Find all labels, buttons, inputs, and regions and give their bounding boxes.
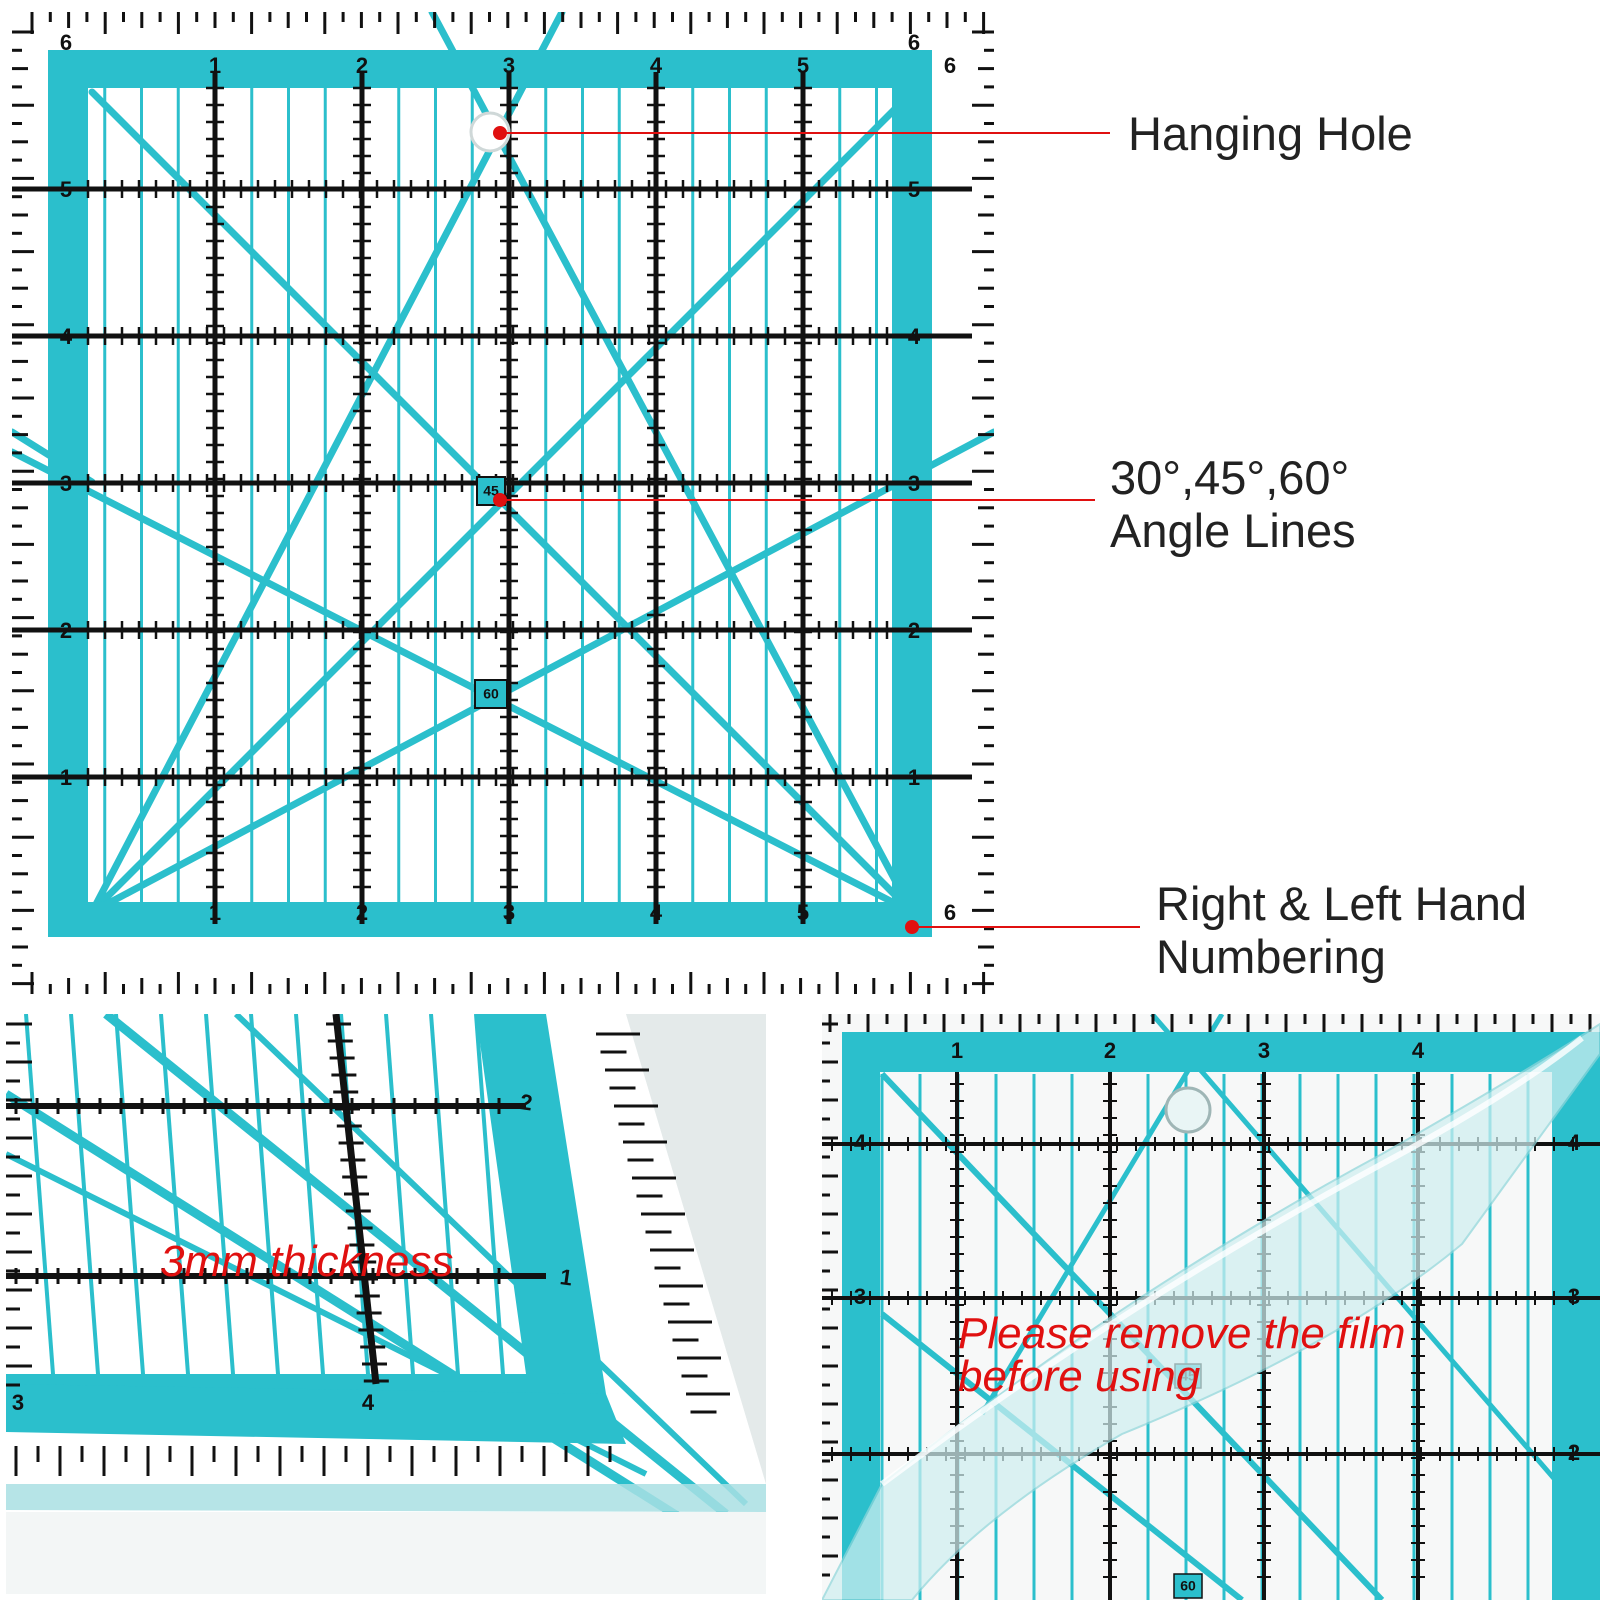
- teal-grid-line: [294, 1014, 328, 1415]
- top-number: 4: [650, 53, 663, 78]
- badge-60-box: [1173, 1573, 1203, 1599]
- film-left-number: 4: [854, 1130, 867, 1155]
- left-number: 6: [60, 30, 72, 55]
- film-top-number: 3: [1258, 1038, 1270, 1063]
- badge-60-text: 60: [483, 686, 499, 702]
- left-number: 1: [60, 765, 72, 790]
- left-number: 5: [60, 177, 72, 202]
- bottom-number: 6: [944, 900, 956, 925]
- angle-line: [88, 428, 994, 916]
- right-number: 3: [908, 471, 920, 496]
- right-number: 2: [908, 618, 920, 643]
- bottom-number: 5: [797, 900, 809, 925]
- bottom-number: 3: [503, 900, 515, 925]
- angle-line: [103, 1014, 729, 1518]
- right-number: 6: [908, 30, 920, 55]
- hanging-hole-label: Hanging Hole: [1128, 107, 1413, 160]
- thickness-number: 4: [362, 1390, 375, 1415]
- peeling-film: [822, 1022, 1600, 1600]
- film-note-line2: before using: [958, 1352, 1201, 1401]
- film-top-number: 2: [1104, 1038, 1116, 1063]
- callout-lines: [493, 126, 1140, 934]
- hanging-hole: [1164, 1086, 1212, 1134]
- right-number: 1: [908, 765, 920, 790]
- film-highlight: [880, 1035, 1584, 1487]
- table-surface: [6, 1512, 766, 1594]
- background-table: [626, 1014, 766, 1484]
- top-number: 2: [356, 53, 368, 78]
- thickness-number: 3: [12, 1390, 24, 1415]
- right-number: 4: [908, 324, 921, 349]
- left-number: 4: [60, 324, 73, 349]
- top-number: 6: [944, 53, 956, 78]
- film-removal-closeup: 4560123443432 Please remove the film bef…: [822, 1014, 1600, 1600]
- film-top-number: 1: [951, 1038, 963, 1063]
- film-closeup-illustration: 4560123443432: [822, 1014, 1600, 1600]
- numbering-label: Right & Left Hand Numbering: [1156, 877, 1527, 983]
- film-note-line1: Please remove the film: [958, 1309, 1406, 1358]
- teal-grid-line: [69, 1014, 103, 1415]
- angle-line: [88, 12, 566, 916]
- teal-grid-line: [159, 1014, 193, 1415]
- numbering-callout-dot: [905, 920, 919, 934]
- badge-60-text: 60: [1180, 1578, 1196, 1594]
- angle-line: [12, 448, 916, 916]
- right-number: 5: [908, 177, 920, 202]
- badge-45-text: 45: [483, 483, 499, 499]
- teal-grid-line: [204, 1014, 238, 1415]
- top-number: 5: [797, 53, 809, 78]
- angle-line: [233, 1014, 749, 1507]
- teal-frame-bottom: [6, 1384, 626, 1444]
- bottom-number: 1: [209, 900, 221, 925]
- thickness-closeup-illustration: 2 1 4 3: [6, 1014, 766, 1594]
- teal-grid-line: [474, 1014, 508, 1415]
- bottom-number: 2: [356, 900, 368, 925]
- film-right-number: 3: [1568, 1284, 1580, 1309]
- angle-line: [428, 12, 916, 916]
- film-left-number: 3: [854, 1284, 866, 1309]
- angle-line: [979, 1014, 1225, 1416]
- bottom-number: 4: [650, 900, 663, 925]
- angle-lines-label: 30°,45°,60° Angle Lines: [1110, 451, 1356, 557]
- teal-grid-line: [24, 1014, 58, 1415]
- acrylic-edge: [6, 1484, 766, 1512]
- thickness-note: 3mm thickness: [160, 1237, 454, 1286]
- left-number: 3: [60, 471, 72, 496]
- thickness-number: 1: [558, 1264, 574, 1290]
- hanging-hole-callout-dot: [493, 126, 507, 140]
- teal-grid-line: [249, 1014, 283, 1415]
- badge-60-box: [474, 679, 508, 709]
- film-right-number: 2: [1568, 1440, 1580, 1465]
- thickness-closeup: 2 1 4 3 3mm thickness: [6, 1014, 766, 1594]
- film-right-number: 4: [1568, 1130, 1581, 1155]
- left-number: 2: [60, 618, 72, 643]
- angle-lines-callout-dot: [493, 493, 507, 507]
- top-number: 1: [209, 53, 221, 78]
- thickness-number: 2: [518, 1089, 534, 1115]
- film-top-number: 4: [1412, 1038, 1425, 1063]
- teal-frame: [6, 1014, 606, 1394]
- top-number: 3: [503, 53, 515, 78]
